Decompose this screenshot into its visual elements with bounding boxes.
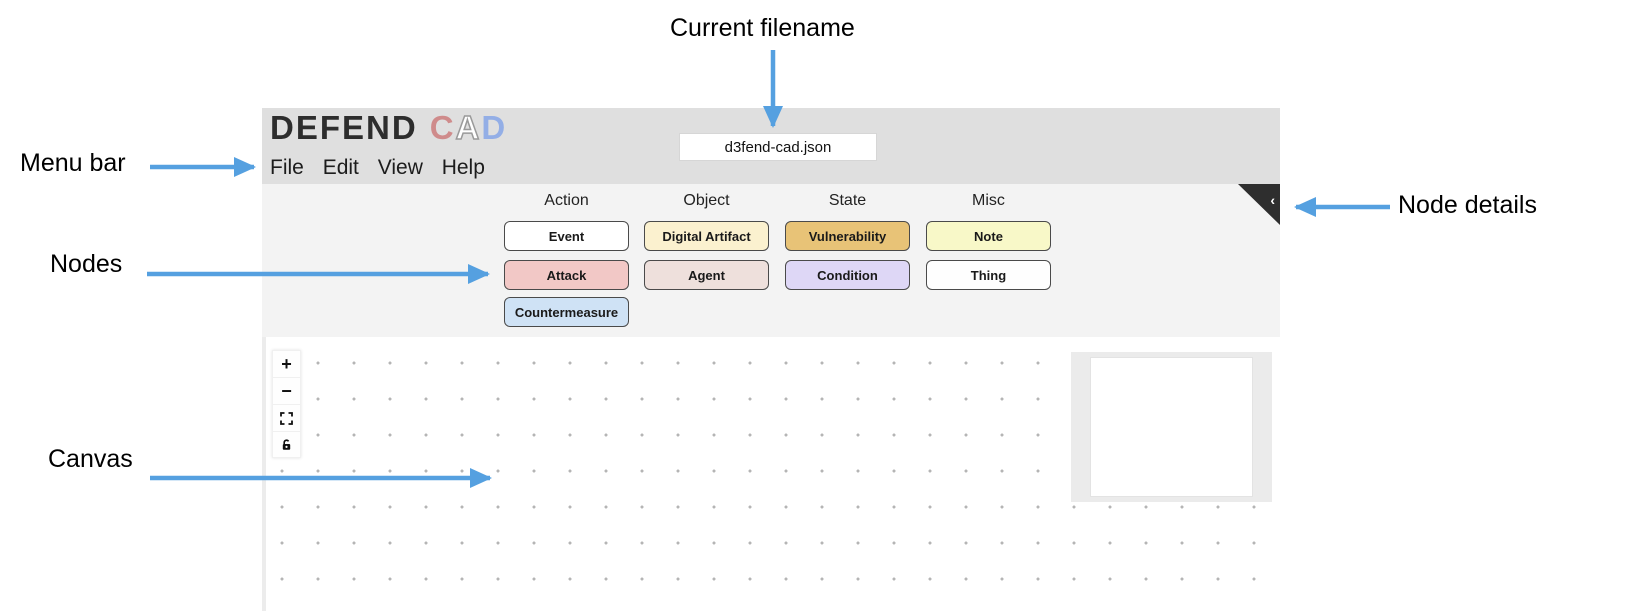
app-header: DEFEND CAD File Edit View Help — [262, 108, 1280, 184]
node-countermeasure[interactable]: Countermeasure — [504, 297, 629, 327]
minimap[interactable] — [1071, 352, 1272, 502]
node-details-toggle[interactable]: ‹ — [1238, 184, 1280, 225]
defend-cad-logo: DEFEND CAD — [270, 108, 508, 147]
annotation-canvas: Canvas — [48, 445, 133, 473]
zoom-out-button[interactable]: − — [272, 377, 301, 404]
node-digital-artifact[interactable]: Digital Artifact — [644, 221, 769, 251]
canvas[interactable]: + − — [262, 337, 1280, 611]
column-label-state: State — [828, 192, 867, 209]
node-palette: Action Event Attack Countermeasure Objec… — [262, 184, 1280, 337]
menu-help[interactable]: Help — [441, 156, 485, 179]
annotation-nodes: Nodes — [50, 250, 123, 278]
zoom-in-button[interactable]: + — [272, 350, 301, 377]
node-condition[interactable]: Condition — [785, 260, 910, 290]
node-event[interactable]: Event — [504, 221, 629, 251]
node-thing[interactable]: Thing — [926, 260, 1051, 290]
logo-defend-text: DEFEND — [270, 109, 418, 146]
fit-view-button[interactable] — [272, 404, 301, 431]
fit-view-icon — [280, 411, 293, 425]
column-label-object: Object — [683, 192, 730, 209]
column-label-misc: Misc — [972, 192, 1005, 209]
annotation-current-filename: Current filename — [670, 14, 855, 42]
chevron-left-icon: ‹ — [1270, 192, 1275, 208]
lock-button[interactable] — [272, 431, 301, 458]
menu-edit[interactable]: Edit — [322, 156, 359, 179]
filename-input[interactable] — [679, 133, 877, 161]
logo-cad-text: CAD — [429, 108, 508, 147]
menu-bar: File Edit View Help — [268, 156, 496, 180]
menu-file[interactable]: File — [270, 156, 304, 179]
defend-cad-app: DEFEND CAD File Edit View Help Action Eve… — [262, 108, 1280, 611]
column-label-action: Action — [544, 192, 589, 209]
menu-view[interactable]: View — [377, 156, 423, 179]
unlock-icon — [282, 439, 291, 450]
node-agent[interactable]: Agent — [644, 260, 769, 290]
node-attack[interactable]: Attack — [504, 260, 629, 290]
annotation-menu-bar: Menu bar — [20, 149, 126, 177]
annotation-node-details: Node details — [1398, 191, 1537, 219]
node-vulnerability[interactable]: Vulnerability — [785, 221, 910, 251]
node-note[interactable]: Note — [926, 221, 1051, 251]
canvas-controls: + − — [272, 350, 301, 458]
minimap-viewport[interactable] — [1090, 357, 1253, 497]
